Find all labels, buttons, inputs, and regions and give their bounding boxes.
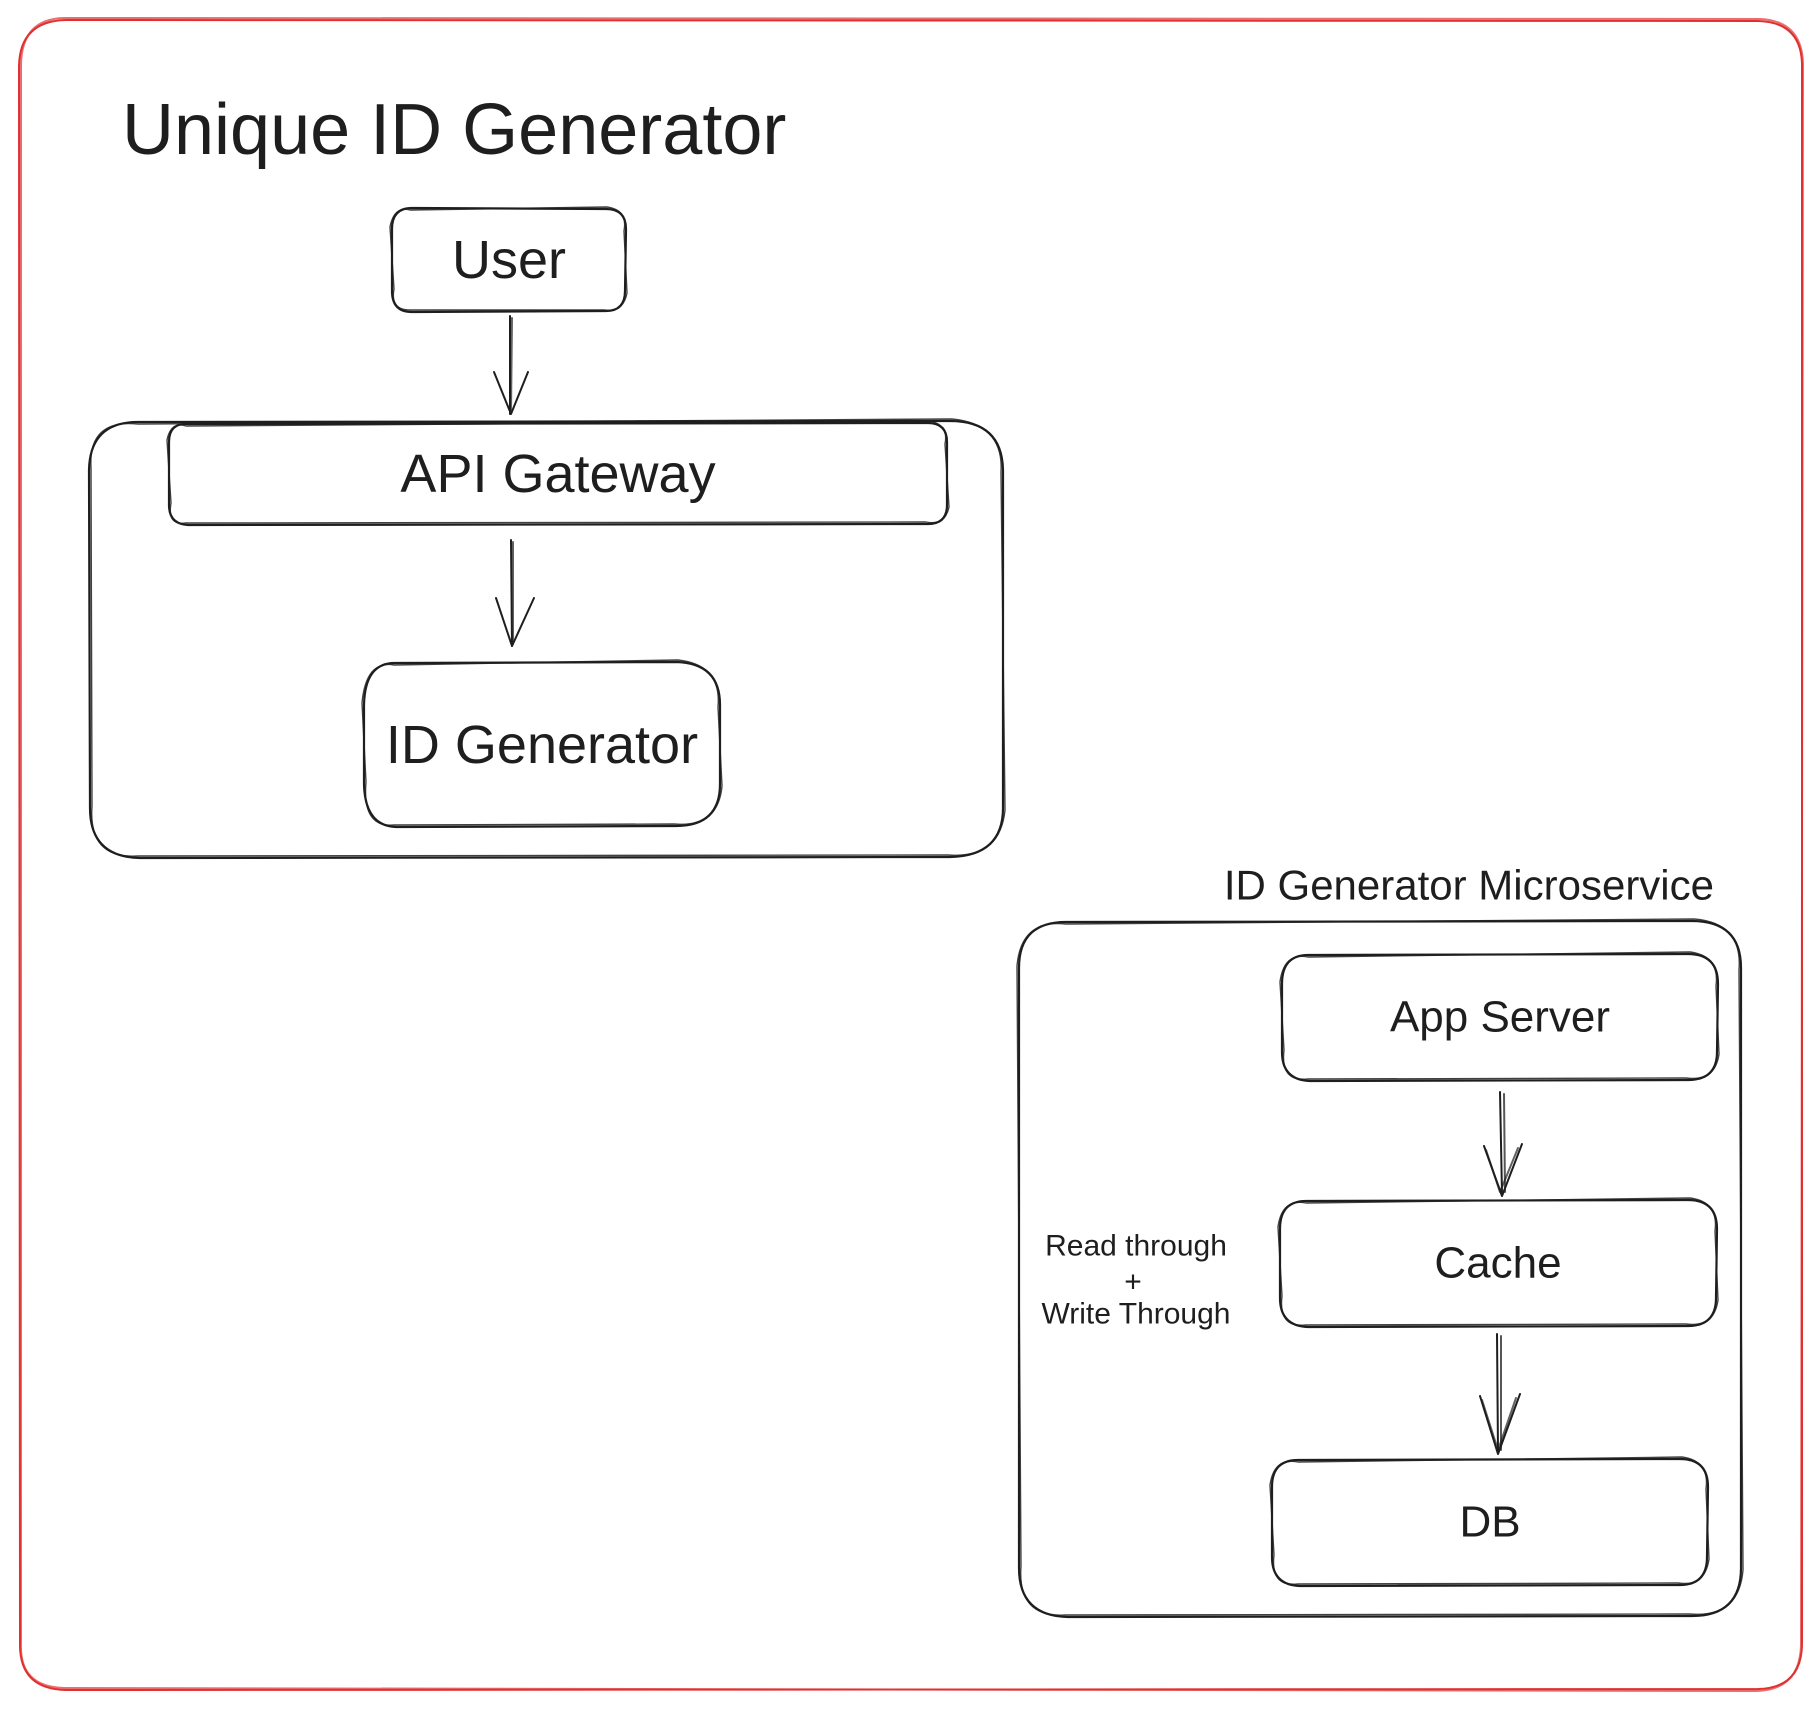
cache-box-stroke-b [1277,1197,1719,1326]
cache-node[interactable]: Cache [1277,1197,1719,1329]
app-server-node[interactable]: App Server [1279,951,1720,1083]
cache-strategy-line-2: + [1124,1266,1142,1299]
app-server-label: App Server [1390,993,1610,1042]
diagram-title: Unique ID Generator [122,90,786,170]
api-gateway-box-stroke-b [166,420,950,525]
outer-frame [18,17,1804,1692]
user-node[interactable]: User [389,206,628,314]
cache-label: Cache [1434,1239,1561,1288]
api-gateway-label: API Gateway [400,444,715,504]
api-gateway-container [87,418,1006,860]
outer-frame-stroke-b [19,17,1804,1692]
microservice-container [1016,918,1744,1619]
id-generator-label: ID Generator [386,715,698,775]
arrow-api-gateway-to-id-generator [495,539,535,647]
id-generator-node[interactable]: ID Generator [361,659,723,829]
api-gateway-container-stroke-b [90,418,1006,857]
user-box-stroke-b [389,206,628,312]
db-box-stroke-b [1269,1456,1710,1585]
arrow-cache-to-db [1479,1333,1521,1455]
id-generator-box-stroke-b [361,659,723,826]
cache-strategy-annotation: Read through + Write Through [1042,1230,1231,1331]
arrow-user-to-api-gateway [493,315,529,415]
app-server-box-stroke-b [1279,951,1720,1080]
cache-strategy-line-1: Read through [1045,1230,1227,1263]
microservice-title: ID Generator Microservice [1224,862,1714,909]
microservice-container-stroke-b [1016,918,1744,1616]
db-label: DB [1459,1498,1520,1547]
arrow-app-server-to-cache [1483,1091,1523,1197]
api-gateway-node[interactable]: API Gateway [166,420,950,527]
db-node[interactable]: DB [1269,1456,1710,1588]
cache-strategy-line-3: Write Through [1042,1298,1231,1331]
user-label: User [452,230,566,290]
